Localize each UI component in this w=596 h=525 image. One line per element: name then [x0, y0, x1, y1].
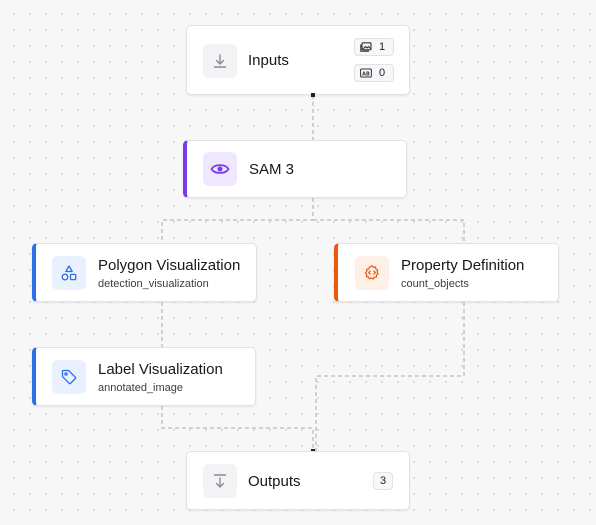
image-input-count-badge: 1: [354, 38, 394, 56]
polygon-visualization-title: Polygon Visualization: [98, 257, 241, 274]
download-icon: [203, 44, 237, 78]
text-input-count-badge: AB 0: [354, 64, 394, 82]
inputs-output-port[interactable]: [311, 93, 315, 97]
property-definition-node[interactable]: Property Definition count_objects: [334, 243, 559, 302]
property-definition-title: Property Definition: [401, 257, 525, 274]
shapes-icon: [52, 256, 86, 290]
edge-sam-branches: [161, 198, 465, 243]
inputs-title: Inputs: [248, 52, 289, 69]
inputs-node[interactable]: Inputs 1 AB 0: [186, 25, 410, 95]
polygon-visualization-subtitle: detection_visualization: [98, 278, 209, 290]
text-input-count: 0: [379, 67, 386, 79]
sam-title: SAM 3: [249, 161, 295, 178]
text-field-icon: AB: [360, 68, 372, 78]
label-visualization-node[interactable]: Label Visualization annotated_image: [32, 347, 256, 406]
tag-icon: [52, 360, 86, 394]
outputs-count-badge: 3: [373, 472, 393, 490]
outputs-title: Outputs: [248, 473, 301, 490]
polygon-visualization-node[interactable]: Polygon Visualization detection_visualiz…: [32, 243, 257, 302]
svg-text:AB: AB: [362, 71, 370, 77]
edge-property-outputs: [315, 302, 465, 451]
code-gear-icon: [355, 256, 389, 290]
sam-node[interactable]: SAM 3: [183, 140, 407, 198]
outputs-node[interactable]: Outputs 3: [186, 451, 410, 510]
edge-label-outputs: [161, 406, 314, 451]
image-icon: [360, 42, 372, 52]
image-input-count: 1: [379, 41, 386, 53]
output-arrow-icon: [203, 464, 237, 498]
label-visualization-title: Label Visualization: [98, 361, 223, 378]
property-definition-subtitle: count_objects: [401, 278, 469, 290]
eye-icon: [203, 152, 237, 186]
label-visualization-subtitle: annotated_image: [98, 382, 184, 394]
